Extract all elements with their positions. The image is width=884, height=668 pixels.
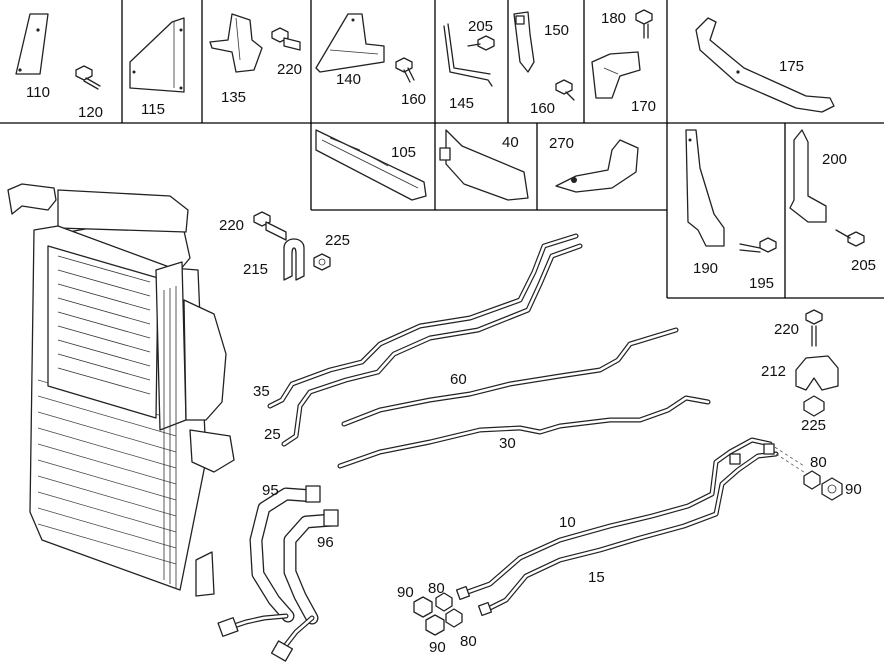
pipe-ends	[455, 443, 775, 617]
part-160-bolt-2	[555, 79, 575, 101]
part-225-nut-mid	[313, 253, 331, 271]
label-150: 150	[544, 22, 569, 39]
part-175-bracket	[695, 17, 835, 113]
hose-95	[249, 487, 321, 623]
part-220-bolt-mid	[253, 211, 287, 241]
label-135: 135	[221, 89, 246, 106]
part-190-bracket	[685, 129, 725, 247]
label-200: 200	[822, 151, 847, 168]
label-90-bottom: 90	[429, 639, 446, 656]
label-60: 60	[450, 371, 467, 388]
part-105-bracket	[315, 129, 427, 201]
part-140-bracket	[315, 13, 385, 73]
label-225-right: 225	[801, 417, 826, 434]
part-200-bracket	[789, 129, 827, 223]
pipe-35	[267, 233, 579, 409]
part-90-fitting-bottom	[425, 614, 445, 636]
label-80-bottom: 80	[460, 633, 477, 650]
part-80-nut-right	[803, 470, 821, 490]
label-105: 105	[391, 144, 416, 161]
label-190: 190	[693, 260, 718, 277]
part-145-bracket	[443, 23, 493, 87]
label-220-top: 220	[277, 61, 302, 78]
label-205-top: 205	[468, 18, 493, 35]
label-96: 96	[317, 534, 334, 551]
label-175: 175	[779, 58, 804, 75]
part-115-bracket	[129, 17, 185, 93]
pipe-25	[281, 243, 583, 447]
label-170: 170	[631, 98, 656, 115]
label-180: 180	[601, 10, 626, 27]
label-80-top: 80	[428, 580, 445, 597]
part-220-bolt-right	[805, 309, 823, 347]
label-90-right: 90	[845, 481, 862, 498]
part-170-bracket	[591, 51, 641, 99]
part-205-bolt-right	[835, 229, 865, 247]
label-160-b: 160	[530, 100, 555, 117]
label-80-right: 80	[810, 454, 827, 471]
label-40: 40	[502, 134, 519, 151]
label-215: 215	[243, 261, 268, 278]
label-270: 270	[549, 135, 574, 152]
label-140: 140	[336, 71, 361, 88]
label-90-top: 90	[397, 584, 414, 601]
part-215-clamp	[283, 238, 305, 281]
label-195: 195	[749, 275, 774, 292]
label-115: 115	[141, 101, 165, 118]
part-110-bracket-plate	[15, 13, 49, 75]
label-220-mid: 220	[219, 217, 244, 234]
part-225-nut-right	[803, 395, 825, 417]
part-160-bolt-1	[395, 57, 415, 83]
label-225-mid: 225	[325, 232, 350, 249]
part-270-bracket	[555, 139, 639, 193]
pipe-60	[341, 327, 679, 427]
part-150-bracket	[513, 11, 535, 73]
hose-fittings	[217, 485, 339, 662]
part-220-bolt-top	[271, 27, 301, 51]
label-220-right: 220	[774, 321, 799, 338]
pipe-15	[483, 451, 779, 613]
top-panel-grid	[0, 0, 884, 299]
radiator-assembly	[7, 183, 235, 597]
label-110: 110	[26, 84, 50, 101]
hose-96	[283, 513, 339, 625]
label-15: 15	[588, 569, 605, 586]
part-80-fitting-top	[435, 592, 453, 612]
label-95: 95	[262, 482, 279, 499]
dashed-leaders	[769, 443, 811, 477]
part-90-nut-right	[821, 477, 843, 501]
label-120: 120	[78, 104, 103, 121]
part-90-fitting-top	[413, 596, 433, 618]
label-160-a: 160	[401, 91, 426, 108]
part-195-bolt	[739, 237, 777, 253]
part-40-bracket	[439, 129, 529, 201]
part-135-bracket	[209, 13, 263, 73]
label-30: 30	[499, 435, 516, 452]
label-35: 35	[253, 383, 270, 400]
callout-labels: 110 120 115 135 220 140 160 205 145 150 …	[26, 10, 876, 656]
part-80-fitting-bottom	[445, 608, 463, 628]
label-212: 212	[761, 363, 786, 380]
part-180-bolt	[635, 9, 653, 39]
pipe-30	[337, 395, 711, 469]
pipe-10	[459, 437, 773, 597]
label-205-right: 205	[851, 257, 876, 274]
label-145: 145	[449, 95, 474, 112]
part-212-clamp	[795, 355, 839, 391]
part-205-bolt-top	[467, 35, 495, 51]
label-10: 10	[559, 514, 576, 531]
label-25: 25	[264, 426, 281, 443]
part-120-bolt	[75, 65, 101, 90]
